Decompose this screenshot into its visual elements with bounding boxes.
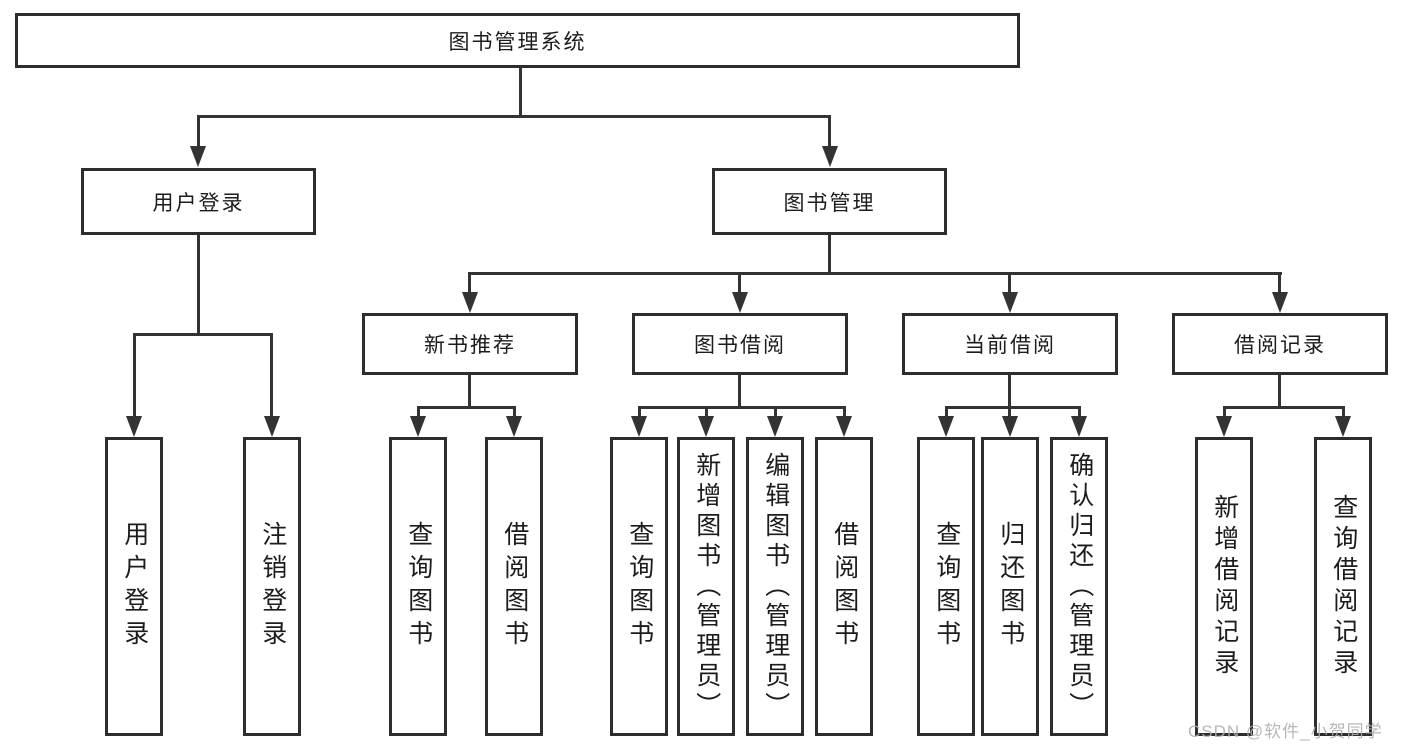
leaf-current-confirm-return-admin: 确认归还（管理员）: [1050, 437, 1108, 736]
node-label: 图书管理系统: [448, 30, 587, 54]
edge-borrow-stem: [738, 375, 741, 408]
edge-drop-recommend: [468, 272, 471, 294]
edge-user-login-connector: [133, 333, 273, 336]
edge-drop-borrow-add: [705, 406, 708, 418]
edge-drop-records-add: [1223, 406, 1226, 418]
leaf-label: 借阅图书: [830, 520, 859, 653]
csdn-watermark: CSDN @软件_小贺同学: [1188, 722, 1383, 741]
edge-drop-user-login: [197, 115, 200, 148]
arrowhead-recommend-query: [410, 416, 426, 437]
node-label: 当前借阅: [964, 334, 1056, 357]
arrowhead-records-query: [1335, 416, 1351, 437]
node-book-management: 图书管理: [712, 168, 947, 235]
leaf-borrow-borrow-books: 借阅图书: [815, 437, 873, 736]
node-label: 新书推荐: [424, 334, 516, 357]
leaf-borrow-add-books-admin: 新增图书（管理员）: [677, 437, 735, 736]
leaf-current-return-books: 归还图书: [981, 437, 1039, 736]
edge-drop-book-mgmt: [828, 115, 831, 148]
edge-root-stem: [519, 68, 522, 118]
arrowhead-recommend-borrow: [506, 416, 522, 437]
edge-book-mgmt-stem: [828, 235, 831, 274]
arrowhead-to-recommend: [462, 292, 478, 313]
node-label: 图书管理: [783, 191, 876, 215]
leaf-label: 借阅图书: [500, 520, 529, 653]
edge-drop-borrow-query: [638, 406, 641, 418]
leaf-label: 编辑图书（管理员）: [761, 451, 790, 722]
node-borrow-records: 借阅记录: [1172, 313, 1388, 375]
edge-current-stem: [1008, 375, 1011, 408]
edge-recommend-stem: [468, 375, 471, 408]
node-label: 借阅记录: [1234, 334, 1326, 357]
leaf-label: 注销登录: [258, 520, 287, 653]
leaf-label: 查询图书: [404, 520, 433, 653]
edge-records-stem: [1278, 375, 1281, 408]
node-label: 用户登录: [152, 191, 245, 215]
edge-drop-current: [1008, 272, 1011, 294]
arrowhead-current-query: [938, 416, 954, 437]
arrowhead-borrow-edit: [767, 416, 783, 437]
arrowhead-borrow-add: [698, 416, 714, 437]
edge-drop-leaf-logout: [270, 333, 273, 418]
leaf-logout: 注销登录: [243, 437, 301, 736]
arrowhead-to-user-login: [190, 146, 206, 167]
leaf-label: 新增借阅记录: [1210, 493, 1239, 680]
leaf-recommend-borrow-books: 借阅图书: [485, 437, 543, 736]
edge-drop-current-return: [1008, 406, 1011, 418]
arrowhead-to-leaf-user-login: [126, 416, 142, 437]
leaf-records-add-borrow-record: 新增借阅记录: [1195, 437, 1253, 736]
arrowhead-to-borrow: [732, 292, 748, 313]
node-user-login: 用户登录: [81, 168, 316, 235]
edge-level3-connector: [469, 272, 1282, 275]
leaf-records-query-borrow-record: 查询借阅记录: [1314, 437, 1372, 736]
node-current-borrow: 当前借阅: [902, 313, 1118, 375]
leaf-label: 查询图书: [625, 520, 654, 653]
leaf-recommend-query-books: 查询图书: [389, 437, 447, 736]
edge-drop-records: [1278, 272, 1281, 294]
leaf-user-login: 用户登录: [105, 437, 163, 736]
arrowhead-to-current: [1002, 292, 1018, 313]
leaf-label: 查询借阅记录: [1329, 493, 1358, 680]
arrowhead-to-records: [1272, 292, 1288, 313]
node-book-borrow: 图书借阅: [632, 313, 848, 375]
edge-drop-borrow-edit: [774, 406, 777, 418]
leaf-label: 确认归还（管理员）: [1065, 451, 1094, 722]
edge-current-connector: [945, 406, 1081, 409]
edge-recommend-connector: [417, 406, 516, 409]
edge-drop-recommend-query: [417, 406, 420, 418]
arrowhead-borrow-borrow: [836, 416, 852, 437]
leaf-label: 新增图书（管理员）: [692, 451, 721, 722]
node-label: 图书借阅: [694, 334, 786, 357]
leaf-label: 用户登录: [120, 520, 149, 653]
arrowhead-to-book-mgmt: [822, 146, 838, 167]
edge-records-connector: [1223, 406, 1345, 409]
edge-drop-leaf-user-login: [133, 333, 136, 418]
leaf-label: 查询图书: [932, 520, 961, 653]
edge-drop-recommend-borrow: [513, 406, 516, 418]
edge-drop-current-confirm: [1078, 406, 1081, 418]
node-library-system-root: 图书管理系统: [15, 13, 1020, 68]
edge-user-login-stem: [197, 235, 200, 335]
arrowhead-records-add: [1216, 416, 1232, 437]
arrowhead-current-confirm: [1071, 416, 1087, 437]
edge-drop-current-query: [945, 406, 948, 418]
edge-drop-borrow: [738, 272, 741, 294]
edge-drop-borrow-borrow: [843, 406, 846, 418]
node-new-book-recommend: 新书推荐: [362, 313, 578, 375]
arrowhead-to-leaf-logout: [264, 416, 280, 437]
leaf-label: 归还图书: [996, 520, 1025, 653]
arrowhead-current-return: [1002, 416, 1018, 437]
edge-borrow-connector: [638, 406, 846, 409]
leaf-borrow-query-books: 查询图书: [610, 437, 668, 736]
leaf-current-query-books: 查询图书: [917, 437, 975, 736]
arrowhead-borrow-query: [631, 416, 647, 437]
leaf-borrow-edit-books-admin: 编辑图书（管理员）: [746, 437, 804, 736]
edge-level2-connector: [197, 115, 831, 118]
edge-drop-records-query: [1342, 406, 1345, 418]
